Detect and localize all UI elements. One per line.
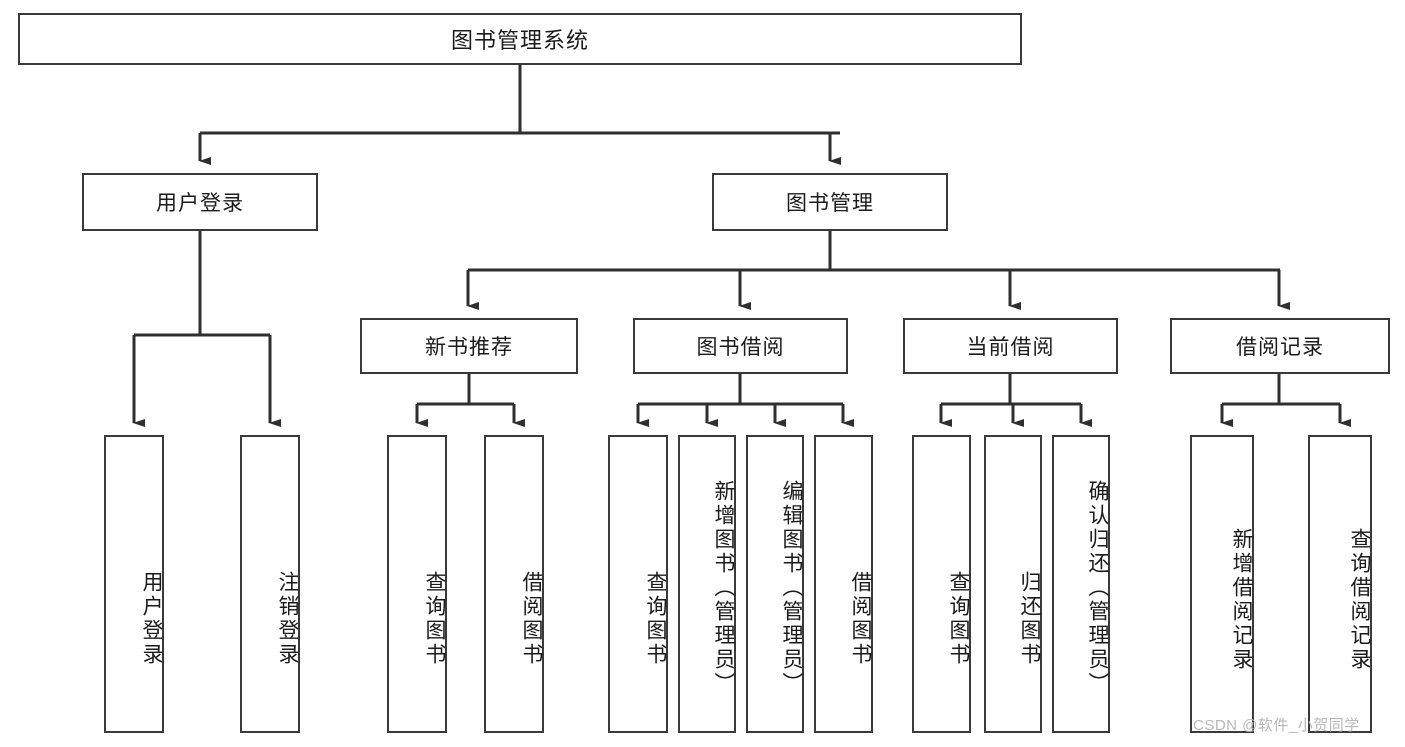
node-new-book-recommend-label: 新书推荐 [425,336,513,359]
node-book-borrow[interactable]: 图书借阅 [633,318,848,374]
node-root-label: 图书管理系统 [450,28,589,53]
node-leaf-user-login[interactable]: 用户登录 [104,435,164,733]
node-leaf-query-book-1-label: 查询图书 [423,571,446,667]
node-book-borrow-label: 图书借阅 [696,336,785,359]
node-leaf-user-login-label: 用户登录 [140,571,163,667]
node-leaf-borrow-book-2[interactable]: 借阅图书 [814,435,873,733]
node-leaf-confirm-return[interactable]: 确认归还（管理员） [1052,435,1110,733]
node-leaf-query-book-2[interactable]: 查询图书 [608,435,668,733]
node-leaf-return-book-label: 归还图书 [1018,571,1041,667]
node-leaf-query-book-3[interactable]: 查询图书 [912,435,971,733]
node-borrow-record-label: 借阅记录 [1236,336,1324,359]
node-current-borrow-label: 当前借阅 [966,336,1055,359]
node-current-borrow[interactable]: 当前借阅 [903,318,1118,374]
node-leaf-logout-label: 注销登录 [276,571,299,667]
node-leaf-add-record-label: 新增借阅记录 [1230,528,1253,672]
node-leaf-logout[interactable]: 注销登录 [240,435,300,733]
node-leaf-add-record[interactable]: 新增借阅记录 [1190,435,1254,733]
node-user-login-label: 用户登录 [156,192,244,215]
node-leaf-query-book-3-label: 查询图书 [947,571,970,667]
node-root[interactable]: 图书管理系统 [18,13,1022,65]
node-leaf-confirm-return-label: 确认归还（管理员） [1086,480,1109,696]
node-book-manage[interactable]: 图书管理 [712,173,948,231]
node-leaf-borrow-book-1[interactable]: 借阅图书 [484,435,544,733]
node-leaf-query-book-1[interactable]: 查询图书 [387,435,447,733]
node-leaf-borrow-book-1-label: 借阅图书 [520,571,543,667]
node-leaf-edit-book-label: 编辑图书（管理员） [780,480,803,696]
node-leaf-query-record-label: 查询借阅记录 [1348,528,1371,672]
node-leaf-add-book-label: 新增图书（管理员） [712,480,735,696]
node-user-login[interactable]: 用户登录 [82,173,318,231]
node-leaf-edit-book[interactable]: 编辑图书（管理员） [746,435,804,733]
node-leaf-query-book-2-label: 查询图书 [644,571,667,667]
node-leaf-add-book[interactable]: 新增图书（管理员） [678,435,736,733]
node-new-book-recommend[interactable]: 新书推荐 [360,318,578,374]
node-leaf-borrow-book-2-label: 借阅图书 [849,571,872,667]
node-borrow-record[interactable]: 借阅记录 [1170,318,1390,374]
node-leaf-return-book[interactable]: 归还图书 [984,435,1042,733]
node-book-manage-label: 图书管理 [786,192,874,215]
node-leaf-query-record[interactable]: 查询借阅记录 [1308,435,1372,733]
